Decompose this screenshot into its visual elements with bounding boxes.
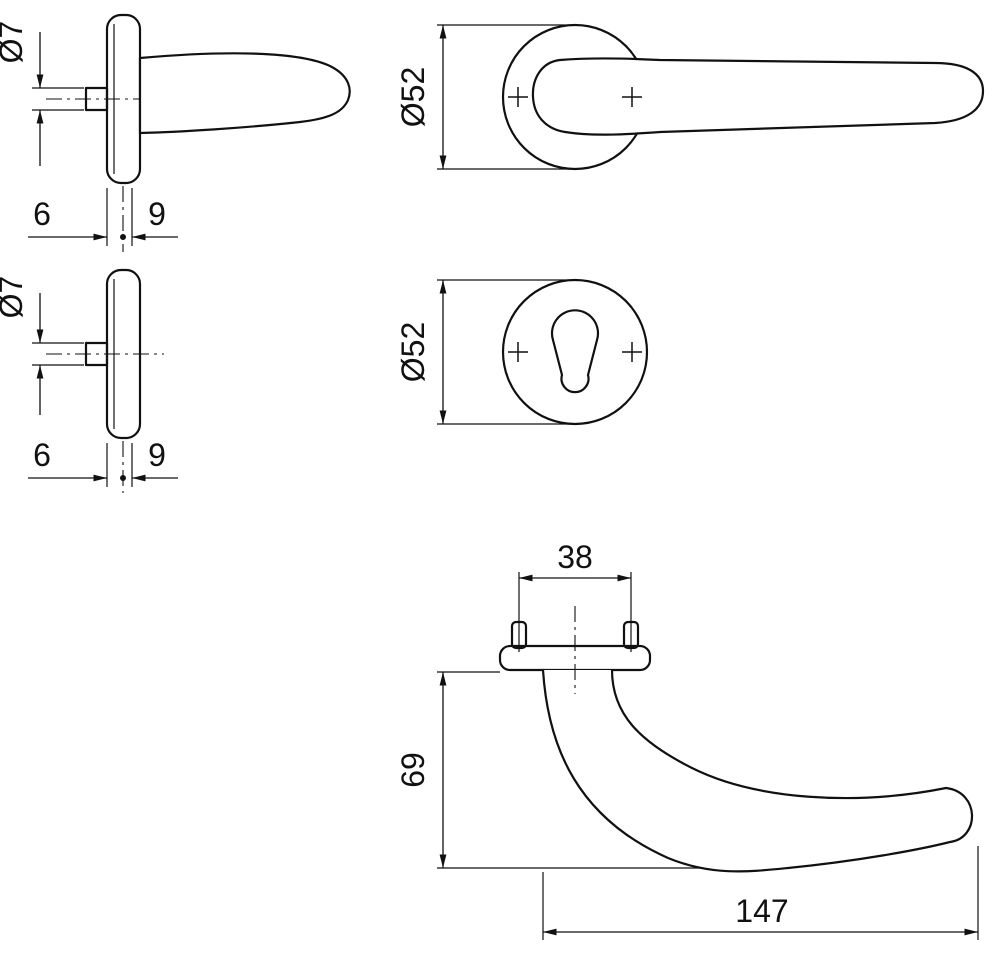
screw-mark-left [508,342,528,362]
dim-label-height: 9 [148,437,166,473]
dim-label-hole-diameter: Ø7 [0,21,29,64]
view-rosette-side: Ø7 6 9 [0,268,178,493]
screw-mark-right [622,342,642,362]
dim-label-base: 6 [33,437,51,473]
euro-cylinder-hole [550,309,600,394]
dim-label-height: 9 [148,196,166,232]
dim-label-hole-diameter: Ø7 [0,276,29,319]
dim-label-screw-distance: 38 [557,539,593,575]
view-handle-front: Ø52 [395,23,985,171]
dim-dot [120,475,126,481]
view-handle-top: 38 69 147 [395,539,979,940]
grip-side-outline [138,52,351,135]
spindle-square [84,341,109,367]
handle-top-outline [541,668,974,873]
lever-front-outline [531,57,985,136]
dim-label-diameter: Ø52 [395,67,431,127]
dim-label-length: 147 [735,893,788,929]
spindle-square [84,86,109,112]
screw-mark-right [622,87,642,107]
dim-label-projection: 69 [395,752,431,788]
dim-label-base: 6 [33,196,51,232]
view-rosette-front: Ø52 [395,278,649,426]
dim-dot [120,234,126,240]
dim-label-diameter: Ø52 [395,322,431,382]
view-handle-side: Ø7 6 9 [0,13,351,252]
screw-mark-left [508,87,528,107]
